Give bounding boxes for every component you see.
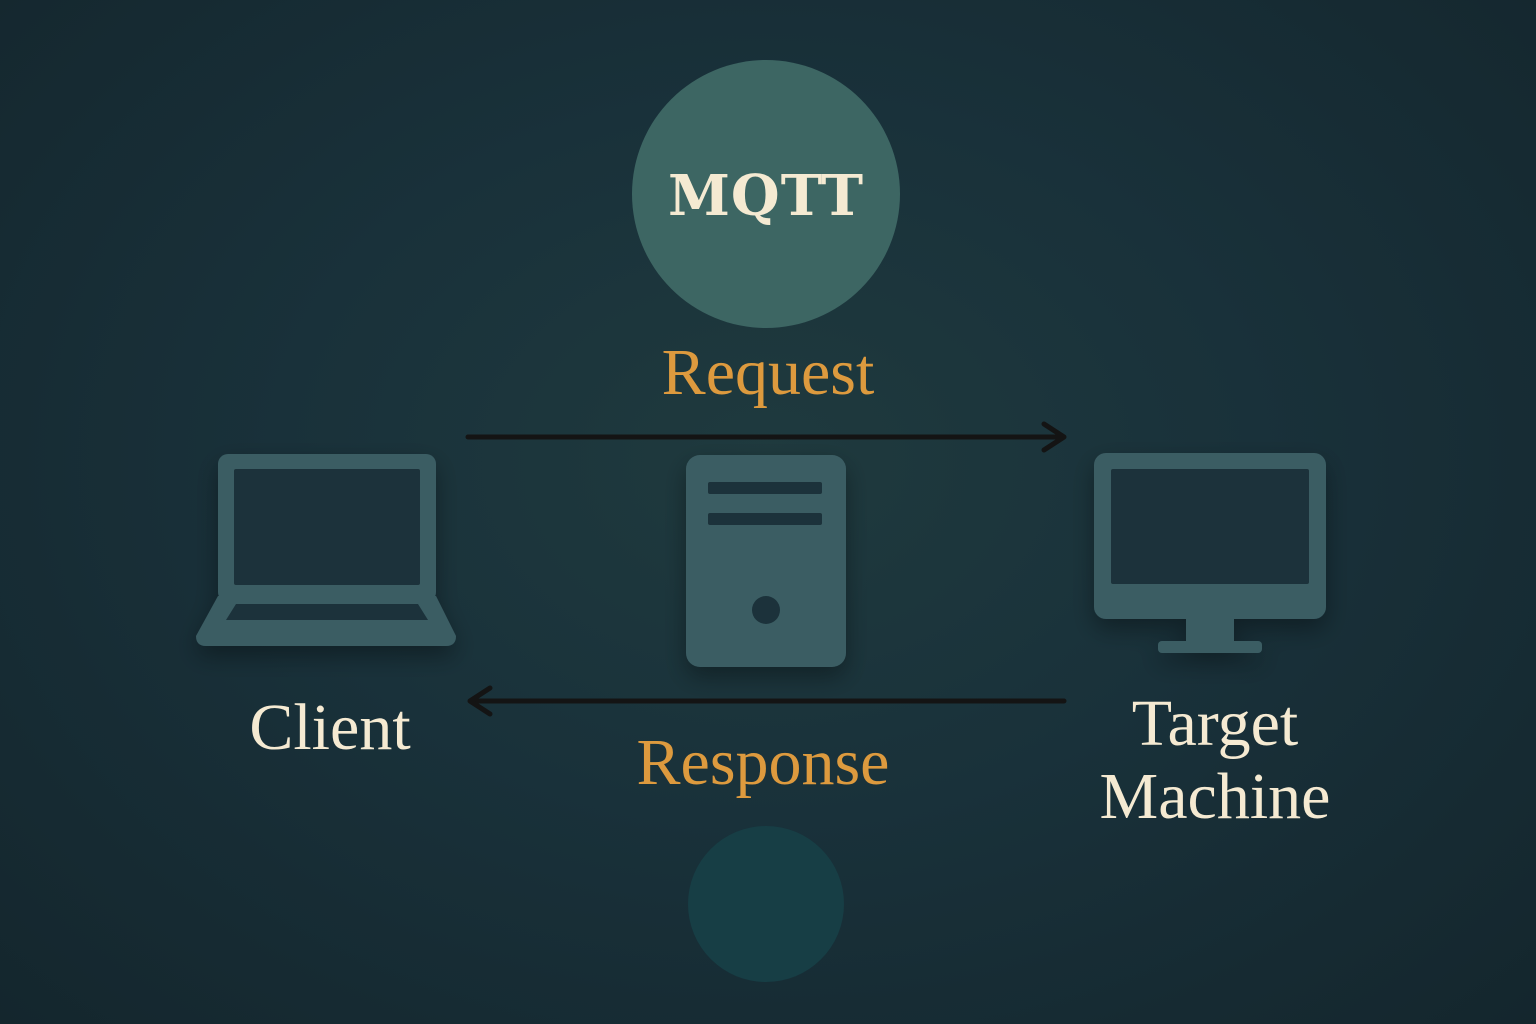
target-machine-label: Target Machine: [1060, 687, 1370, 833]
request-arrow: [465, 421, 1067, 453]
server-icon: [686, 455, 846, 667]
target-label-line2: Machine: [1099, 759, 1331, 833]
broker-label: MQTT: [667, 163, 865, 229]
mqtt-broker-circle: MQTT: [632, 60, 900, 328]
response-arrow: [467, 685, 1067, 717]
target-label-line1: Target: [1131, 687, 1299, 760]
decorative-circle: [688, 826, 844, 982]
response-label: Response: [636, 726, 890, 799]
request-label: Request: [661, 336, 875, 409]
monitor-icon: [1094, 453, 1326, 653]
laptop-icon: [196, 454, 456, 646]
client-label: Client: [249, 691, 411, 764]
